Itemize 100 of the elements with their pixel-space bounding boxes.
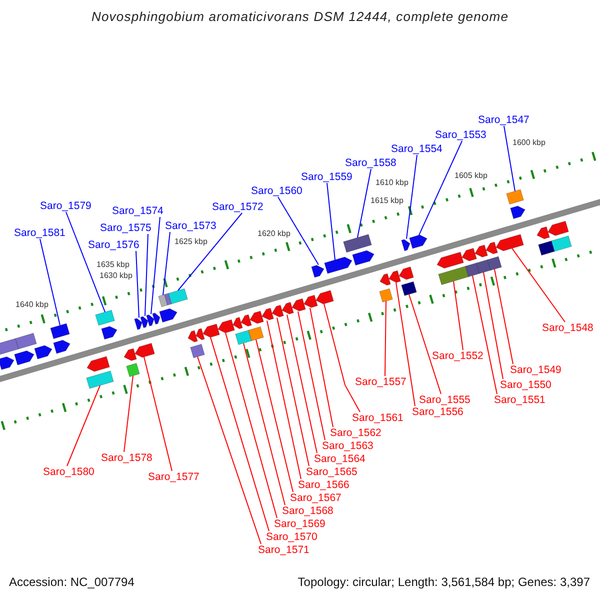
gene-label: Saro_1575 <box>100 221 152 235</box>
leader-line <box>178 212 242 291</box>
scale-label: 1630 kbp <box>100 271 132 282</box>
gene-shape <box>272 304 284 318</box>
gene-shape <box>462 248 477 262</box>
gene-box <box>86 370 114 389</box>
scale-label: 1610 kbp <box>376 178 408 188</box>
title: Novosphingobium aromaticivorans DSM 12444, complete genome <box>91 9 509 24</box>
gene-label: Saro_1580 <box>43 465 94 479</box>
gene-label: Saro_1559 <box>301 170 352 184</box>
gene-box <box>538 240 555 256</box>
leader-line <box>150 216 160 315</box>
gene-shape <box>124 348 137 361</box>
gene-label: Saro_1573 <box>165 219 216 233</box>
leader-line <box>324 303 360 412</box>
gene-shape <box>311 264 324 278</box>
gene-box <box>248 326 264 342</box>
gene-box <box>50 323 70 340</box>
gene-box <box>465 262 480 278</box>
gene-shape <box>250 310 264 324</box>
gene-shape <box>101 326 118 340</box>
scale-label: 1615 kbp <box>370 196 404 206</box>
gene-label: Saro_1566 <box>298 478 350 492</box>
leader-line <box>144 356 172 472</box>
gene-box <box>190 344 205 358</box>
gene-shape <box>304 294 318 308</box>
gene-shape <box>140 316 148 328</box>
gene-label: Saro_1555 <box>419 393 470 407</box>
gene-shape <box>134 318 142 330</box>
gene-shape <box>486 242 498 254</box>
gene-label: Saro_1550 <box>500 378 552 392</box>
gene-box <box>379 288 393 303</box>
gene-box <box>158 294 168 308</box>
scale-label: 1605 kbp <box>454 170 488 181</box>
gene-label: Saro_1558 <box>345 156 396 170</box>
gene-label: Saro_1571 <box>258 543 310 557</box>
gene-shape <box>188 330 198 342</box>
gene-label: Saro_1565 <box>306 465 358 479</box>
leader-line <box>266 320 302 480</box>
leader-line <box>298 311 326 440</box>
gene-shape <box>232 316 243 330</box>
gene-shape <box>218 319 235 334</box>
leader-line <box>512 248 566 322</box>
gene-box <box>401 281 417 296</box>
gene-label: Saro_1581 <box>14 226 66 240</box>
gene-label: Saro_1549 <box>510 363 562 377</box>
gene-box <box>126 362 140 378</box>
gene-label: Saro_1548 <box>542 321 594 335</box>
gene-box <box>476 259 491 274</box>
gene-shape <box>86 356 110 372</box>
leader-line <box>124 375 134 452</box>
scale-label: 1600 kbp <box>512 138 546 148</box>
leader-line <box>286 314 318 454</box>
leader-line <box>256 339 294 492</box>
gene-shape <box>510 206 526 220</box>
scale-label: 1625 kbp <box>174 237 208 248</box>
gene-label: Saro_1579 <box>40 199 92 213</box>
gene-label: Saro_1563 <box>322 439 374 453</box>
leader-line <box>310 307 334 428</box>
leader-line <box>243 342 286 506</box>
gene-shape <box>262 308 274 320</box>
leader-line <box>418 140 462 236</box>
gene-label: Saro_1557 <box>355 375 406 389</box>
gene-label: Saro_1551 <box>494 393 546 407</box>
gene-shape <box>380 273 391 286</box>
leader-line <box>144 234 148 316</box>
gene-shape <box>536 226 550 240</box>
gene-box <box>438 266 469 286</box>
leader-line <box>278 196 319 266</box>
gene-shape <box>240 314 252 327</box>
leader-line <box>396 282 416 406</box>
gene-label: Saro_1547 <box>478 113 530 127</box>
leader-line <box>197 356 262 544</box>
gene-label: Saro_1560 <box>251 184 302 198</box>
gene-shape <box>196 328 205 340</box>
gene-shape <box>388 270 401 283</box>
gene-shape <box>53 340 70 354</box>
gene-box <box>506 189 524 205</box>
gene-label: Saro_1570 <box>266 530 318 544</box>
gene-shape <box>474 244 488 258</box>
gene-box <box>95 310 115 326</box>
gene-shape <box>146 314 154 326</box>
leader-line <box>276 317 310 466</box>
gene-label: Saro_1561 <box>352 411 404 425</box>
gene-box <box>551 236 572 252</box>
leader-line <box>384 300 386 376</box>
gene-box <box>15 332 37 350</box>
gene-label: Saro_1572 <box>212 200 264 214</box>
gene-box <box>487 256 502 271</box>
gene-box <box>343 234 372 253</box>
gene-label: Saro_1564 <box>314 452 366 466</box>
gene-label: Saro_1567 <box>290 491 342 505</box>
gene-shape <box>352 250 374 266</box>
scale-label: 1640 kbp <box>16 300 48 310</box>
leader-line <box>326 182 336 260</box>
leader-line <box>406 154 418 240</box>
gene-shape <box>292 298 306 312</box>
gene-label: Saro_1554 <box>391 142 442 156</box>
gene-shape <box>14 350 34 366</box>
leader-line <box>483 272 504 380</box>
